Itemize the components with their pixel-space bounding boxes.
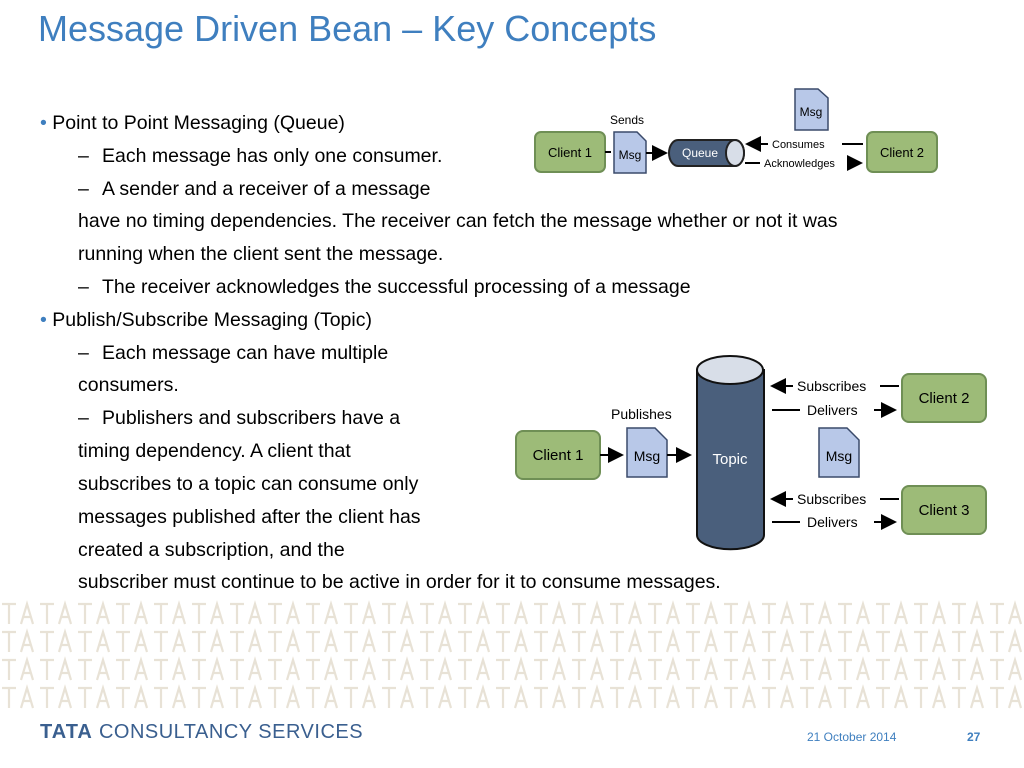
bullet-text: Each message has only one consumer. bbox=[102, 145, 443, 167]
topic-client2-label: Client 2 bbox=[919, 390, 970, 407]
bullet-text: The receiver acknowledges the successful… bbox=[102, 276, 691, 298]
dash-marker: – bbox=[78, 145, 89, 167]
sub-bullet-multiple-2: consumers. bbox=[78, 374, 179, 396]
queue-diagram: Client 1 Sends Msg Queue Msg Consumes Ac… bbox=[534, 88, 938, 174]
decorative-pattern-band bbox=[0, 600, 1024, 712]
queue-msg-top-label: Msg bbox=[800, 105, 823, 119]
sub-bullet-acknowledge: –The receiver acknowledges the successfu… bbox=[78, 276, 691, 299]
queue-client1-label: Client 1 bbox=[548, 145, 592, 160]
topic-client2-box bbox=[901, 373, 987, 423]
queue-msg-doc-icon bbox=[613, 131, 647, 174]
topic-subscribes-b-label: Subscribes bbox=[797, 491, 866, 507]
topic-delivers-b-label: Delivers bbox=[807, 514, 858, 530]
queue-label: Queue bbox=[682, 146, 718, 160]
bullet-marker: • bbox=[40, 112, 47, 134]
topic-msg-right-label: Msg bbox=[826, 448, 852, 464]
tcs-logo-rest: CONSULTANCY SERVICES bbox=[98, 721, 364, 743]
topic-cylinder-top bbox=[696, 355, 764, 385]
queue-consumes-label: Consumes bbox=[772, 139, 825, 151]
bullet-point-to-point: • Point to Point Messaging (Queue) bbox=[40, 112, 345, 135]
topic-client3-box bbox=[901, 485, 987, 535]
footer-date: 21 October 2014 bbox=[807, 730, 897, 744]
topic-delivers-a-label: Delivers bbox=[807, 402, 858, 418]
sub-bullet-timing-6: subscriber must continue to be active in… bbox=[78, 571, 721, 593]
topic-label: Topic bbox=[712, 451, 748, 468]
topic-msg-label: Msg bbox=[634, 448, 660, 464]
bullet-text: Publish/Subscribe Messaging (Topic) bbox=[52, 309, 372, 331]
dash-marker: – bbox=[78, 407, 89, 429]
sub-bullet-no-timing-3: running when the client sent the message… bbox=[78, 243, 444, 265]
bullet-text: A sender and a receiver of a message bbox=[102, 178, 431, 200]
bullet-publish-subscribe: • Publish/Subscribe Messaging (Topic) bbox=[40, 309, 372, 332]
sub-bullet-timing-5: created a subscription, and the bbox=[78, 539, 345, 561]
dash-marker: – bbox=[78, 276, 89, 298]
dash-marker: – bbox=[78, 342, 89, 364]
bullet-text: Publishers and subscribers have a bbox=[102, 407, 401, 429]
bullet-text: Each message can have multiple bbox=[102, 342, 389, 364]
sub-bullet-timing-4: messages published after the client has bbox=[78, 506, 421, 528]
topic-subscribes-a-label: Subscribes bbox=[797, 378, 866, 394]
sub-bullet-timing-3: subscribes to a topic can consume only bbox=[78, 473, 419, 495]
sub-bullet-multiple-1: –Each message can have multiple bbox=[78, 342, 388, 365]
topic-diagram: Client 1 Publishes Msg Topic Subscribes … bbox=[515, 355, 987, 551]
queue-ack-label: Acknowledges bbox=[764, 158, 835, 170]
sub-bullet-timing-1: –Publishers and subscribers have a bbox=[78, 407, 400, 430]
queue-client2-box bbox=[866, 131, 938, 173]
sub-bullet-no-timing-2: have no timing dependencies. The receive… bbox=[78, 210, 838, 232]
queue-client2-label: Client 2 bbox=[880, 145, 924, 160]
topic-publishes-label: Publishes bbox=[611, 406, 672, 422]
queue-sends-label: Sends bbox=[610, 113, 644, 127]
tcs-logo: TATA CONSULTANCY SERVICES bbox=[40, 721, 363, 744]
tcs-logo-tata: TATA bbox=[40, 721, 93, 743]
sub-bullet-one-consumer: –Each message has only one consumer. bbox=[78, 145, 442, 168]
queue-cylinder-end bbox=[725, 139, 745, 167]
topic-client1-label: Client 1 bbox=[533, 447, 584, 464]
topic-msg-doc-icon bbox=[626, 427, 668, 478]
topic-cylinder bbox=[696, 369, 765, 551]
slide-title: Message Driven Bean – Key Concepts bbox=[38, 8, 657, 49]
dash-marker: – bbox=[78, 178, 89, 200]
queue-msg-label: Msg bbox=[619, 148, 642, 162]
sub-bullet-timing-2: timing dependency. A client that bbox=[78, 440, 351, 462]
queue-msg-top-doc-icon bbox=[794, 88, 829, 131]
topic-client3-label: Client 3 bbox=[919, 502, 970, 519]
topic-msg-right-doc-icon bbox=[818, 427, 860, 478]
sub-bullet-no-timing-1: –A sender and a receiver of a message bbox=[78, 178, 430, 201]
bullet-marker: • bbox=[40, 309, 47, 331]
bullet-text: Point to Point Messaging (Queue) bbox=[52, 112, 345, 134]
page-number: 27 bbox=[967, 730, 981, 744]
